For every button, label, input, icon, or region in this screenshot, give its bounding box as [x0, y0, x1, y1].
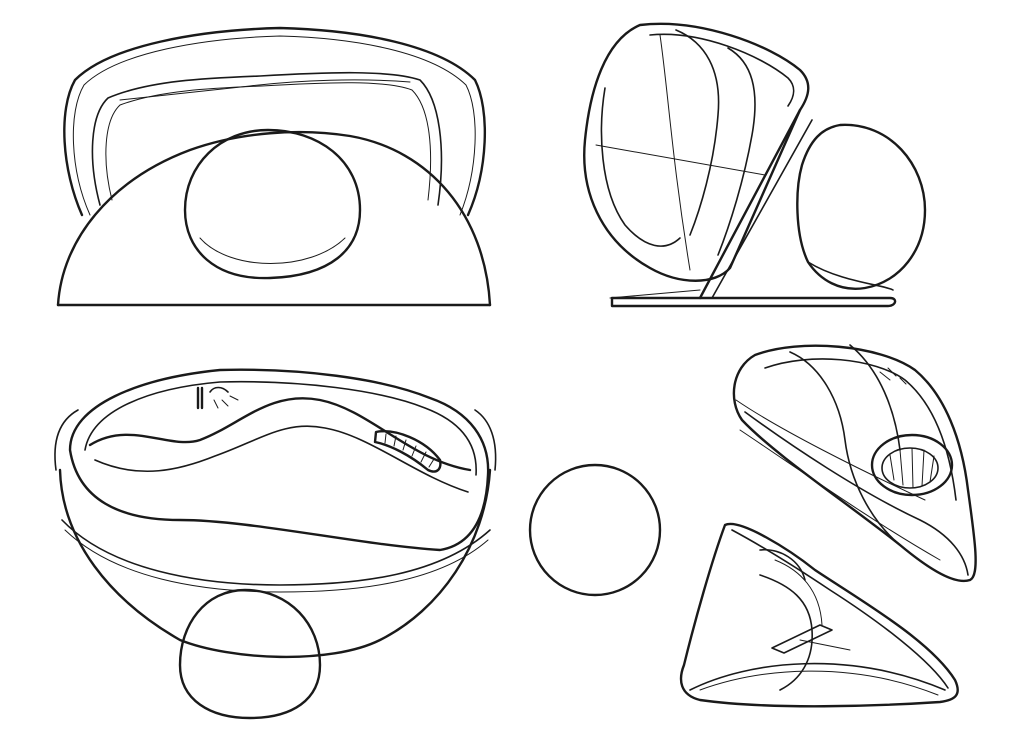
trackball-mouse-exploded-view-icon [528, 344, 977, 708]
trackball-mouse-front-view-icon [56, 26, 492, 307]
trackball-mouse-side-view-icon [583, 22, 927, 308]
trackball-mouse-top-view-icon [54, 368, 497, 720]
